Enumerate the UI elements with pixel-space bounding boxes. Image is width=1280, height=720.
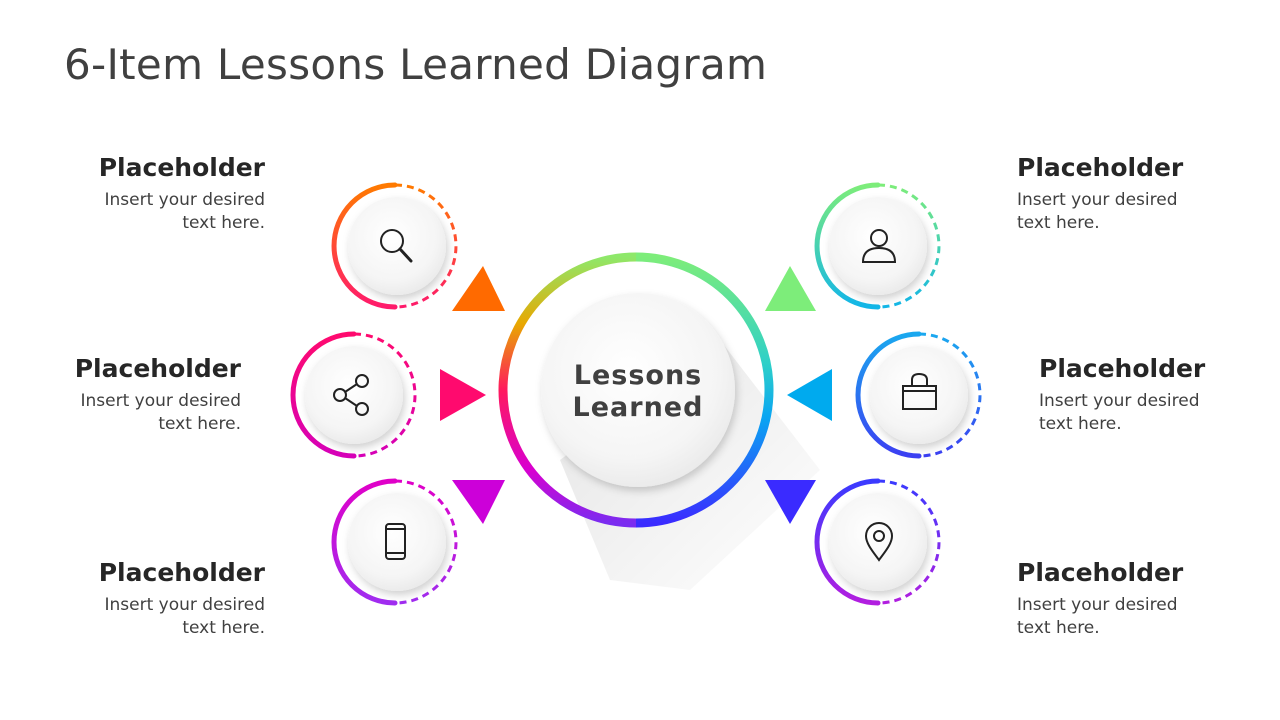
center-label-line2: Learned: [573, 392, 704, 423]
arrow-middle-left: [440, 369, 486, 421]
text-block-middle-right: Placeholder Insert your desired text her…: [1039, 354, 1269, 436]
placeholder-heading: Placeholder: [1017, 153, 1184, 182]
placeholder-heading: Placeholder: [74, 354, 241, 383]
item-bottom-left: [331, 478, 458, 606]
share-icon: [333, 374, 369, 416]
center-disc: [541, 293, 735, 487]
placeholder-heading: Placeholder: [98, 558, 265, 587]
item-top-left: [331, 182, 458, 310]
text-block-bottom-right: Placeholder Insert your desired text her…: [1017, 558, 1247, 640]
center-label-line1: Lessons: [574, 360, 703, 391]
smartphone-icon: [385, 523, 406, 560]
placeholder-body: Insert your desired text here.: [1017, 190, 1178, 233]
placeholder-heading: Placeholder: [1039, 354, 1206, 383]
item-middle-right: [855, 331, 982, 459]
arrow-top-right: [765, 266, 816, 311]
item-middle-left: [290, 331, 417, 459]
placeholder-body: Insert your desired text here.: [104, 595, 266, 638]
arrow-bottom-right: [765, 480, 816, 524]
placeholder-body: Insert your desired text here.: [1039, 391, 1200, 434]
search-icon: [380, 229, 413, 263]
arrow-bottom-left: [452, 480, 505, 524]
placeholder-body: Insert your desired text here.: [1017, 595, 1178, 638]
page-title: 6-Item Lessons Learned Diagram: [64, 40, 768, 89]
placeholder-heading: Placeholder: [98, 153, 265, 182]
center-ring: [498, 252, 774, 528]
placeholder-heading: Placeholder: [1017, 558, 1184, 587]
placeholder-body: Insert your desired text here.: [80, 391, 242, 434]
text-block-bottom-left: Placeholder Insert your desired text her…: [35, 558, 265, 640]
user-icon: [861, 229, 897, 263]
arrow-middle-right: [787, 369, 832, 421]
text-block-middle-left: Placeholder Insert your desired text her…: [11, 354, 241, 436]
text-block-top-right: Placeholder Insert your desired text her…: [1017, 153, 1247, 235]
placeholder-body: Insert your desired text here.: [104, 190, 266, 233]
location-pin-icon: [864, 522, 894, 562]
item-top-right: [814, 182, 941, 310]
text-block-top-left: Placeholder Insert your desired text her…: [35, 153, 265, 235]
arrow-top-left: [452, 266, 505, 311]
item-bottom-right: [814, 478, 941, 606]
shopping-bag-icon: [902, 372, 937, 410]
